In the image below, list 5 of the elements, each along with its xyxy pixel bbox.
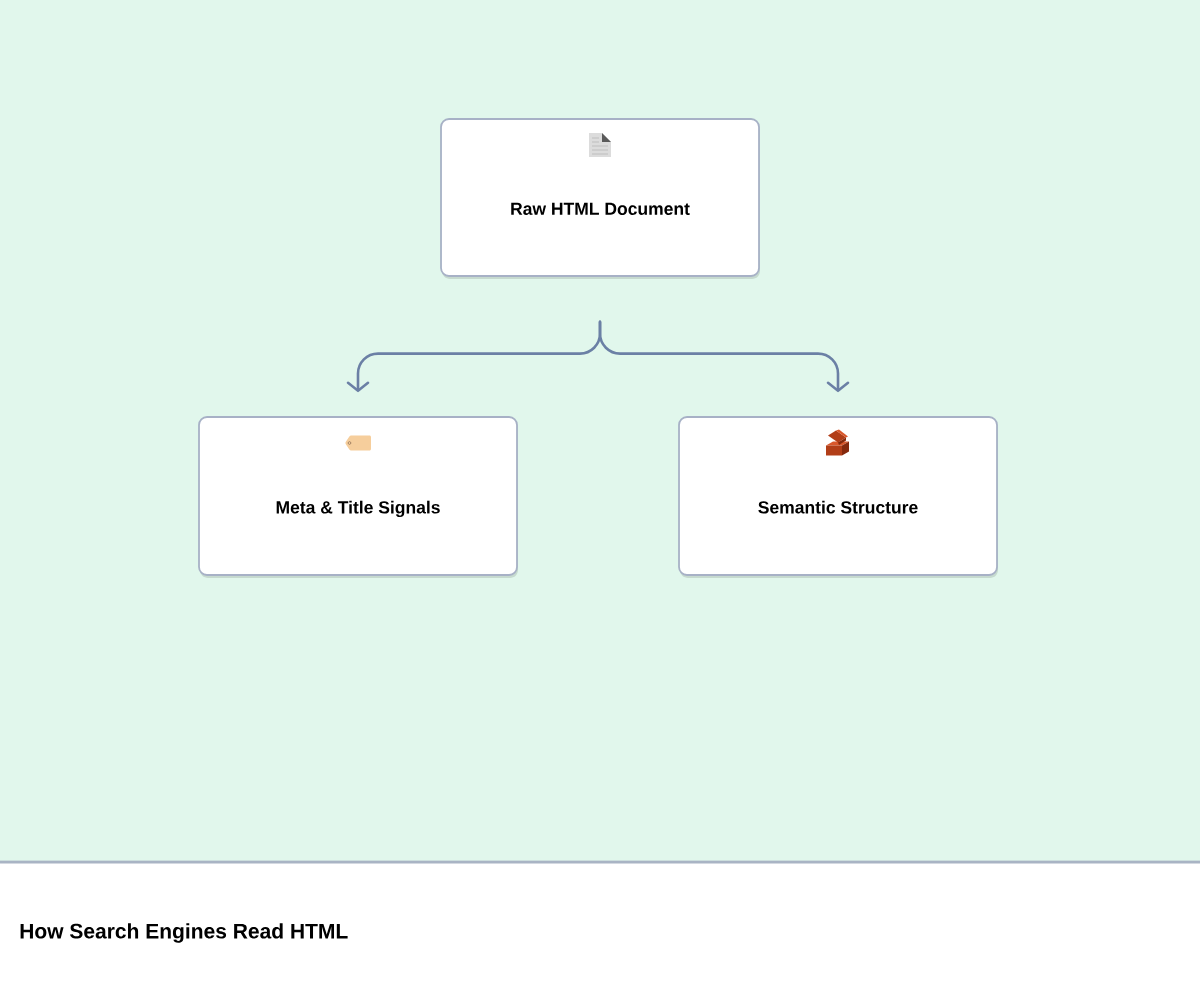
process-box: Meta & Title Signals xyxy=(198,416,518,578)
caption: How Search Engines Read HTML xyxy=(20,923,348,943)
process-box: Raw HTML Document xyxy=(440,118,760,279)
process-box: Semantic Structure xyxy=(678,416,998,578)
arrow xyxy=(598,320,850,393)
